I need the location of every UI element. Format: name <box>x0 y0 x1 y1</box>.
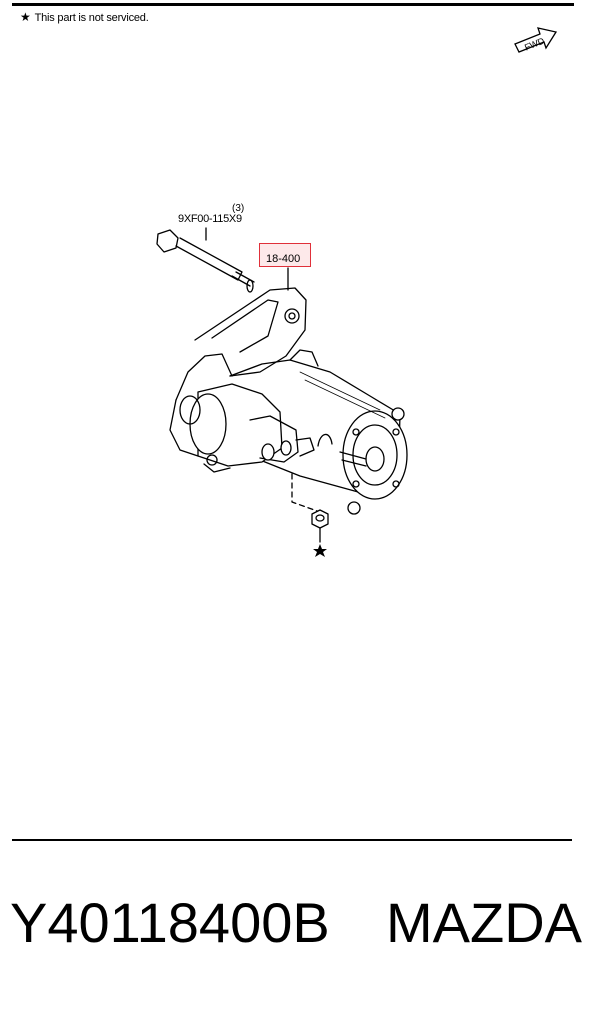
callout-starter[interactable]: 18-400 <box>266 253 301 265</box>
bolt-quantity: (3) <box>232 203 245 214</box>
callout-box[interactable] <box>259 243 311 267</box>
bottom-rule <box>12 839 572 841</box>
not-serviced-note: ★This part is not serviced. <box>20 10 149 24</box>
solenoid <box>179 383 315 467</box>
star-marker-icon <box>313 544 327 557</box>
fwd-label: FWD <box>523 35 546 52</box>
nut-icon <box>311 509 329 529</box>
starter-body <box>229 349 408 500</box>
note-text: This part is not serviced. <box>34 12 149 24</box>
drive-housing <box>169 353 233 473</box>
footer: Y40118400B MAZDA <box>10 890 590 970</box>
part-code: Y40118400B <box>10 891 330 954</box>
brand-name: MAZDA <box>386 891 582 954</box>
top-rule <box>12 3 574 6</box>
bolt-head-icon <box>391 407 405 421</box>
wire-lead <box>317 433 333 447</box>
nut-dashed-line <box>291 473 321 513</box>
fwd-arrow-icon: FWD <box>514 27 558 53</box>
bolt-icon <box>156 229 255 293</box>
bolt-head-icon <box>347 501 361 515</box>
mounting-bracket <box>194 287 307 377</box>
star-icon: ★ <box>20 10 31 24</box>
starter-motor-diagram <box>156 227 408 557</box>
bolt-part-number: 9XF00-115X9 <box>178 213 242 225</box>
